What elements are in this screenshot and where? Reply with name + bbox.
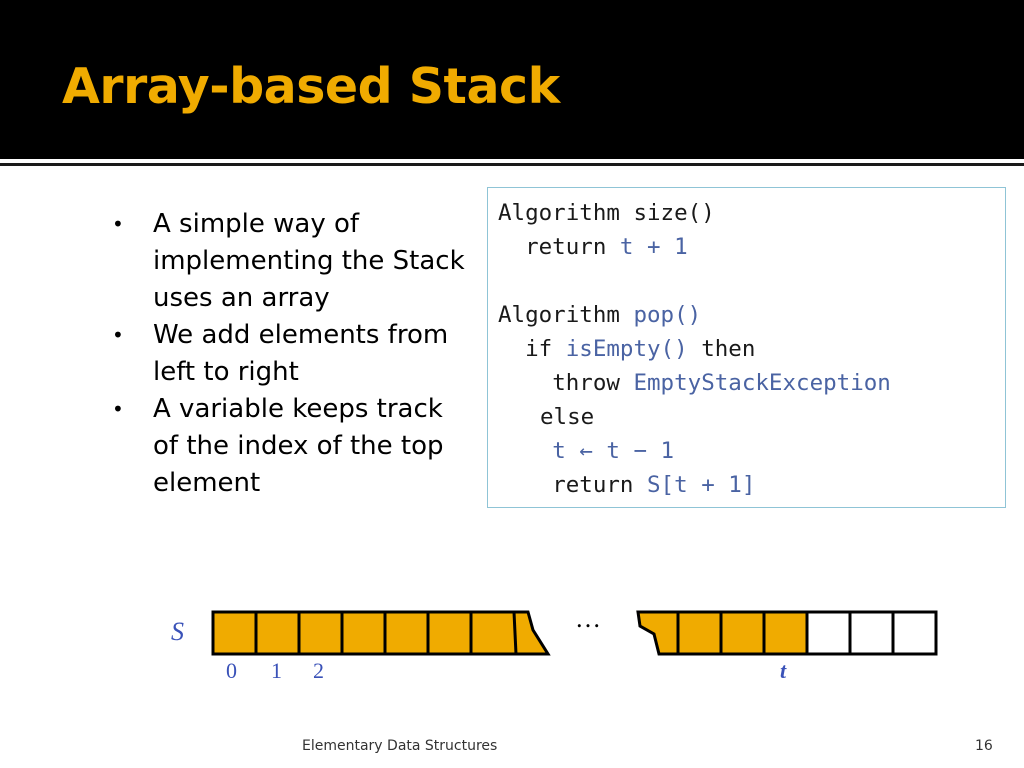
title-bar: Array-based Stack [0,0,1024,159]
code-expression: S[t + 1] [647,472,756,498]
bullet-list: A simple way of implementing the Stack u… [112,206,472,502]
code-line-1: Algorithm size() [498,196,715,230]
code-keyword: then [701,336,756,362]
code-line-6: throw EmptyStackException [498,366,891,400]
code-exception: EmptyStackException [633,370,891,396]
array-segment-left [211,610,551,656]
array-empty-cell [805,610,852,656]
footer-course-title: Elementary Data Structures [302,738,498,754]
page-number: 16 [975,738,993,754]
array-cell-divider [512,611,518,655]
bullet-item: A variable keeps track of the index of t… [112,391,472,502]
code-keyword: if [525,336,553,362]
top-index-label: t [780,658,787,683]
code-keyword: Algorithm [498,302,620,328]
index-label-1: 1 [271,658,282,683]
code-text: Algorithm size() [498,200,715,226]
array-empty-cell [848,610,895,656]
code-keyword: throw [552,370,620,396]
array-label: S [171,617,184,646]
code-keyword: return [525,234,607,260]
array-empty-cell [891,610,938,656]
code-keyword: else [540,404,595,430]
code-assignment: t ← t − 1 [552,438,675,464]
code-keyword: return [552,472,634,498]
code-line-4: Algorithm pop() [498,298,701,332]
code-line-2: return t + 1 [498,230,688,264]
ellipsis: … [575,604,601,633]
code-expression: t + 1 [619,234,688,260]
code-line-7: else [540,400,594,434]
index-label-2: 2 [313,658,324,683]
code-condition: isEmpty() [565,336,688,362]
code-line-5: if isEmpty() then [498,332,755,366]
array-cells [211,610,938,656]
pseudocode-box: Algorithm size() return t + 1 Algorithm … [487,187,1006,508]
code-line-8: t ← t − 1 [498,434,674,468]
code-method-name: pop() [633,302,702,328]
divider [0,163,1024,166]
index-label-0: 0 [226,658,237,683]
code-line-9: return S[t + 1] [498,468,755,502]
slide-title: Array-based Stack [62,58,560,115]
bullet-item: We add elements from left to right [112,317,472,391]
bullet-item: A simple way of implementing the Stack u… [112,206,472,317]
